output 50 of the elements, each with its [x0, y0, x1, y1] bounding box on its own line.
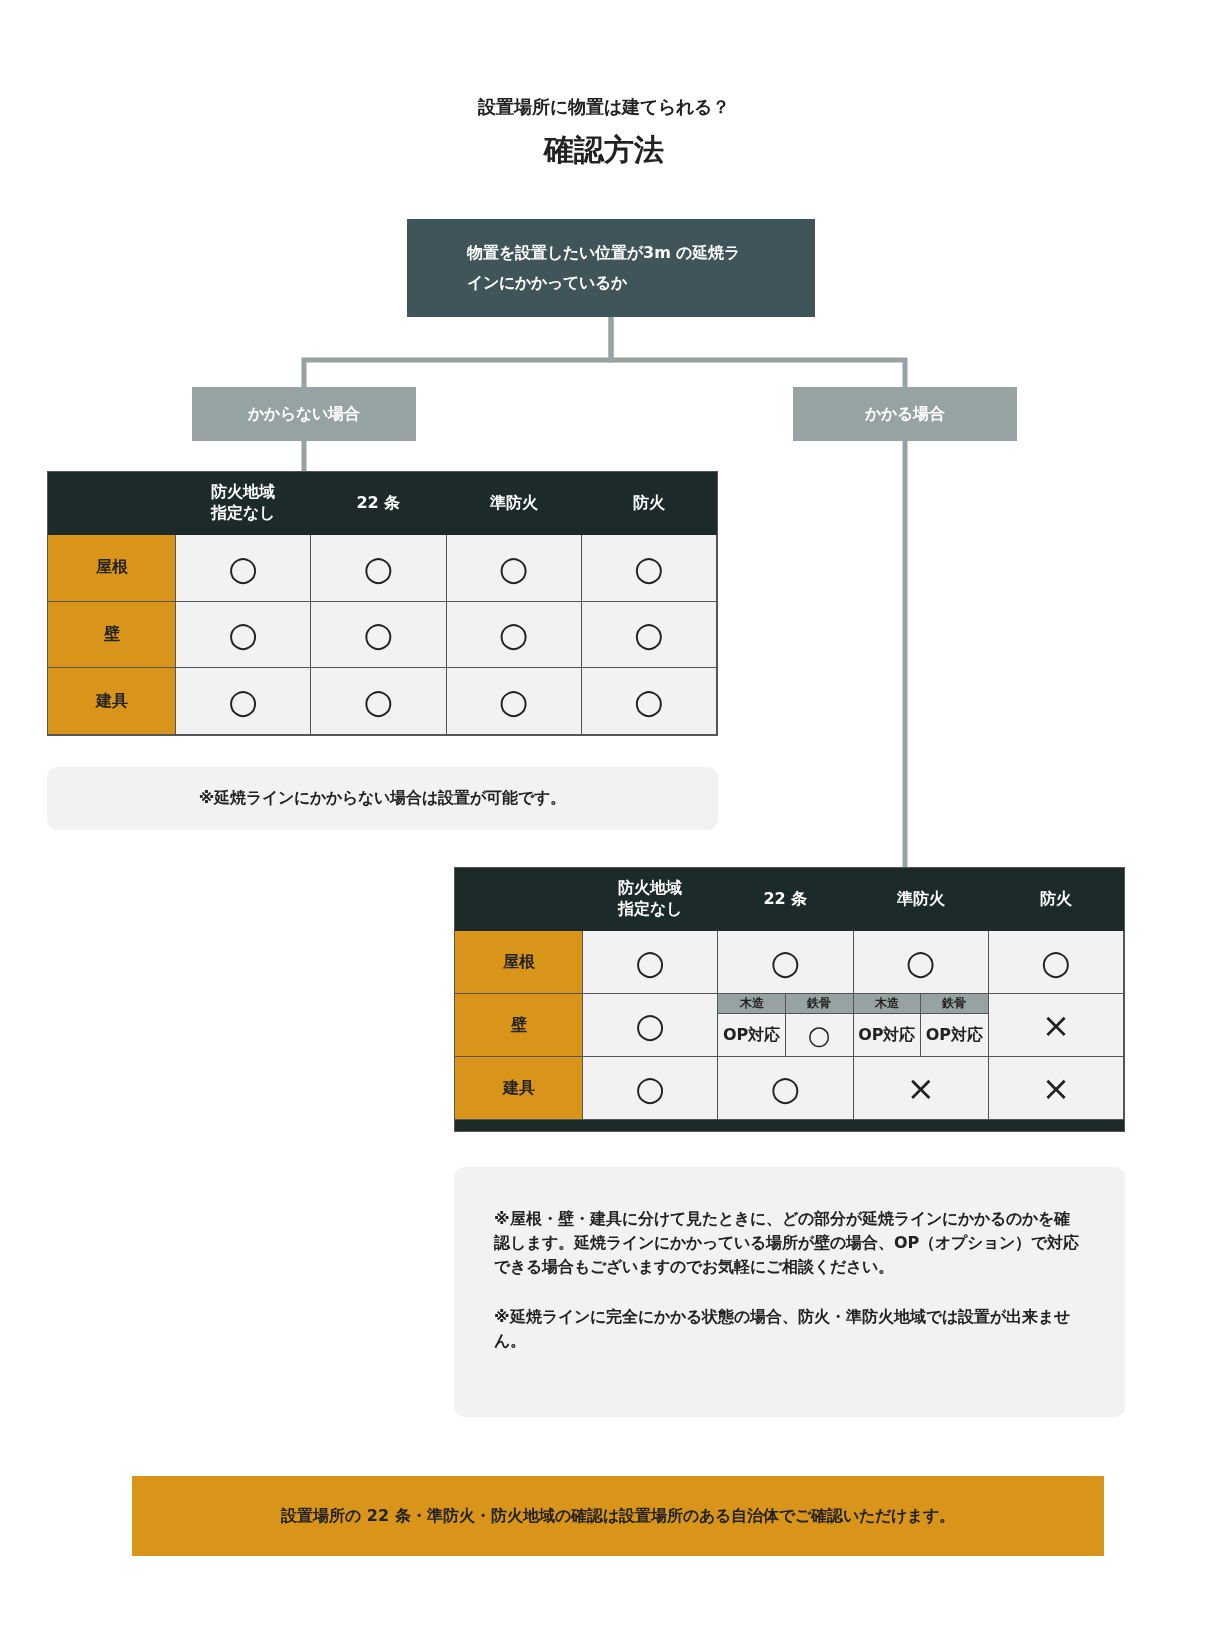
- footer-banner: 設置場所の 22 条・準防火・防火地域の確認は設置場所のある自治体でご確認いただけます。: [132, 1476, 1104, 1556]
- circle-mark: ○: [581, 535, 717, 602]
- circle-mark: ○: [718, 931, 854, 994]
- row-header: 壁: [48, 601, 176, 669]
- subtitle: 設置場所に物置は建てられる？: [477, 95, 731, 119]
- branch-box: かかる場合: [793, 387, 1017, 441]
- sub-column-header: 木造: [853, 994, 922, 1014]
- row-header: 建具: [455, 1057, 583, 1120]
- circle-mark: ○: [581, 601, 717, 669]
- table-value: OP対応: [921, 1014, 989, 1057]
- circle-mark: ○: [581, 668, 717, 735]
- sub-column-header: 鉄骨: [785, 994, 854, 1014]
- circle-mark: ○: [176, 535, 312, 602]
- row-header: 屋根: [455, 931, 583, 994]
- note-panel: ※延焼ラインにかからない場合は設置が可能です。: [47, 767, 718, 830]
- circle-mark: ○: [785, 1014, 854, 1057]
- circle-mark: ○: [583, 994, 719, 1057]
- sub-column-header: 木造: [718, 994, 786, 1014]
- comparison-table: [47, 471, 718, 736]
- table-value: OP対応: [853, 1014, 922, 1057]
- branch-box: かからない場合: [192, 387, 416, 441]
- cross-mark: ×: [853, 1057, 989, 1120]
- cross-mark: ×: [988, 994, 1124, 1057]
- circle-mark: ○: [988, 931, 1124, 994]
- circle-mark: ○: [311, 535, 447, 602]
- connector-line: [902, 441, 908, 867]
- comparison-table: [454, 867, 1125, 1132]
- connector-line: [608, 317, 908, 387]
- circle-mark: ○: [583, 931, 719, 994]
- row-header: 建具: [48, 668, 176, 735]
- circle-mark: ○: [311, 668, 447, 735]
- sub-column-header: 鉄骨: [921, 994, 989, 1014]
- circle-mark: ○: [853, 931, 989, 994]
- circle-mark: ○: [311, 601, 447, 669]
- cross-mark: ×: [988, 1057, 1124, 1120]
- row-header: 屋根: [48, 535, 176, 602]
- title: 確認方法: [542, 130, 665, 169]
- row-header: 壁: [455, 994, 583, 1057]
- circle-mark: ○: [583, 1057, 719, 1120]
- connector-line: [301, 441, 307, 471]
- circle-mark: ○: [446, 535, 582, 602]
- circle-mark: ○: [718, 1057, 854, 1120]
- circle-mark: ○: [446, 601, 582, 669]
- note-text: ※延焼ラインに完全にかかる状態の場合、防火・準防火地域では設置が出来ません。: [494, 1306, 1071, 1352]
- circle-mark: ○: [176, 601, 312, 669]
- table-value: OP対応: [718, 1014, 786, 1057]
- note-text: ※屋根・壁・建具に分けて見たときに、どの部分が延焼ラインにかかるのかを確認します。延焼ラインにかかっている場所が壁の場合、OP（オプション）で対応できる場合もございますのでお気軽にご相談ください。: [494, 1208, 1081, 1278]
- circle-mark: ○: [446, 668, 582, 735]
- question-box: 物置を設置したい位置が3m の延焼ラインにかかっているか: [407, 219, 815, 317]
- circle-mark: ○: [176, 668, 312, 735]
